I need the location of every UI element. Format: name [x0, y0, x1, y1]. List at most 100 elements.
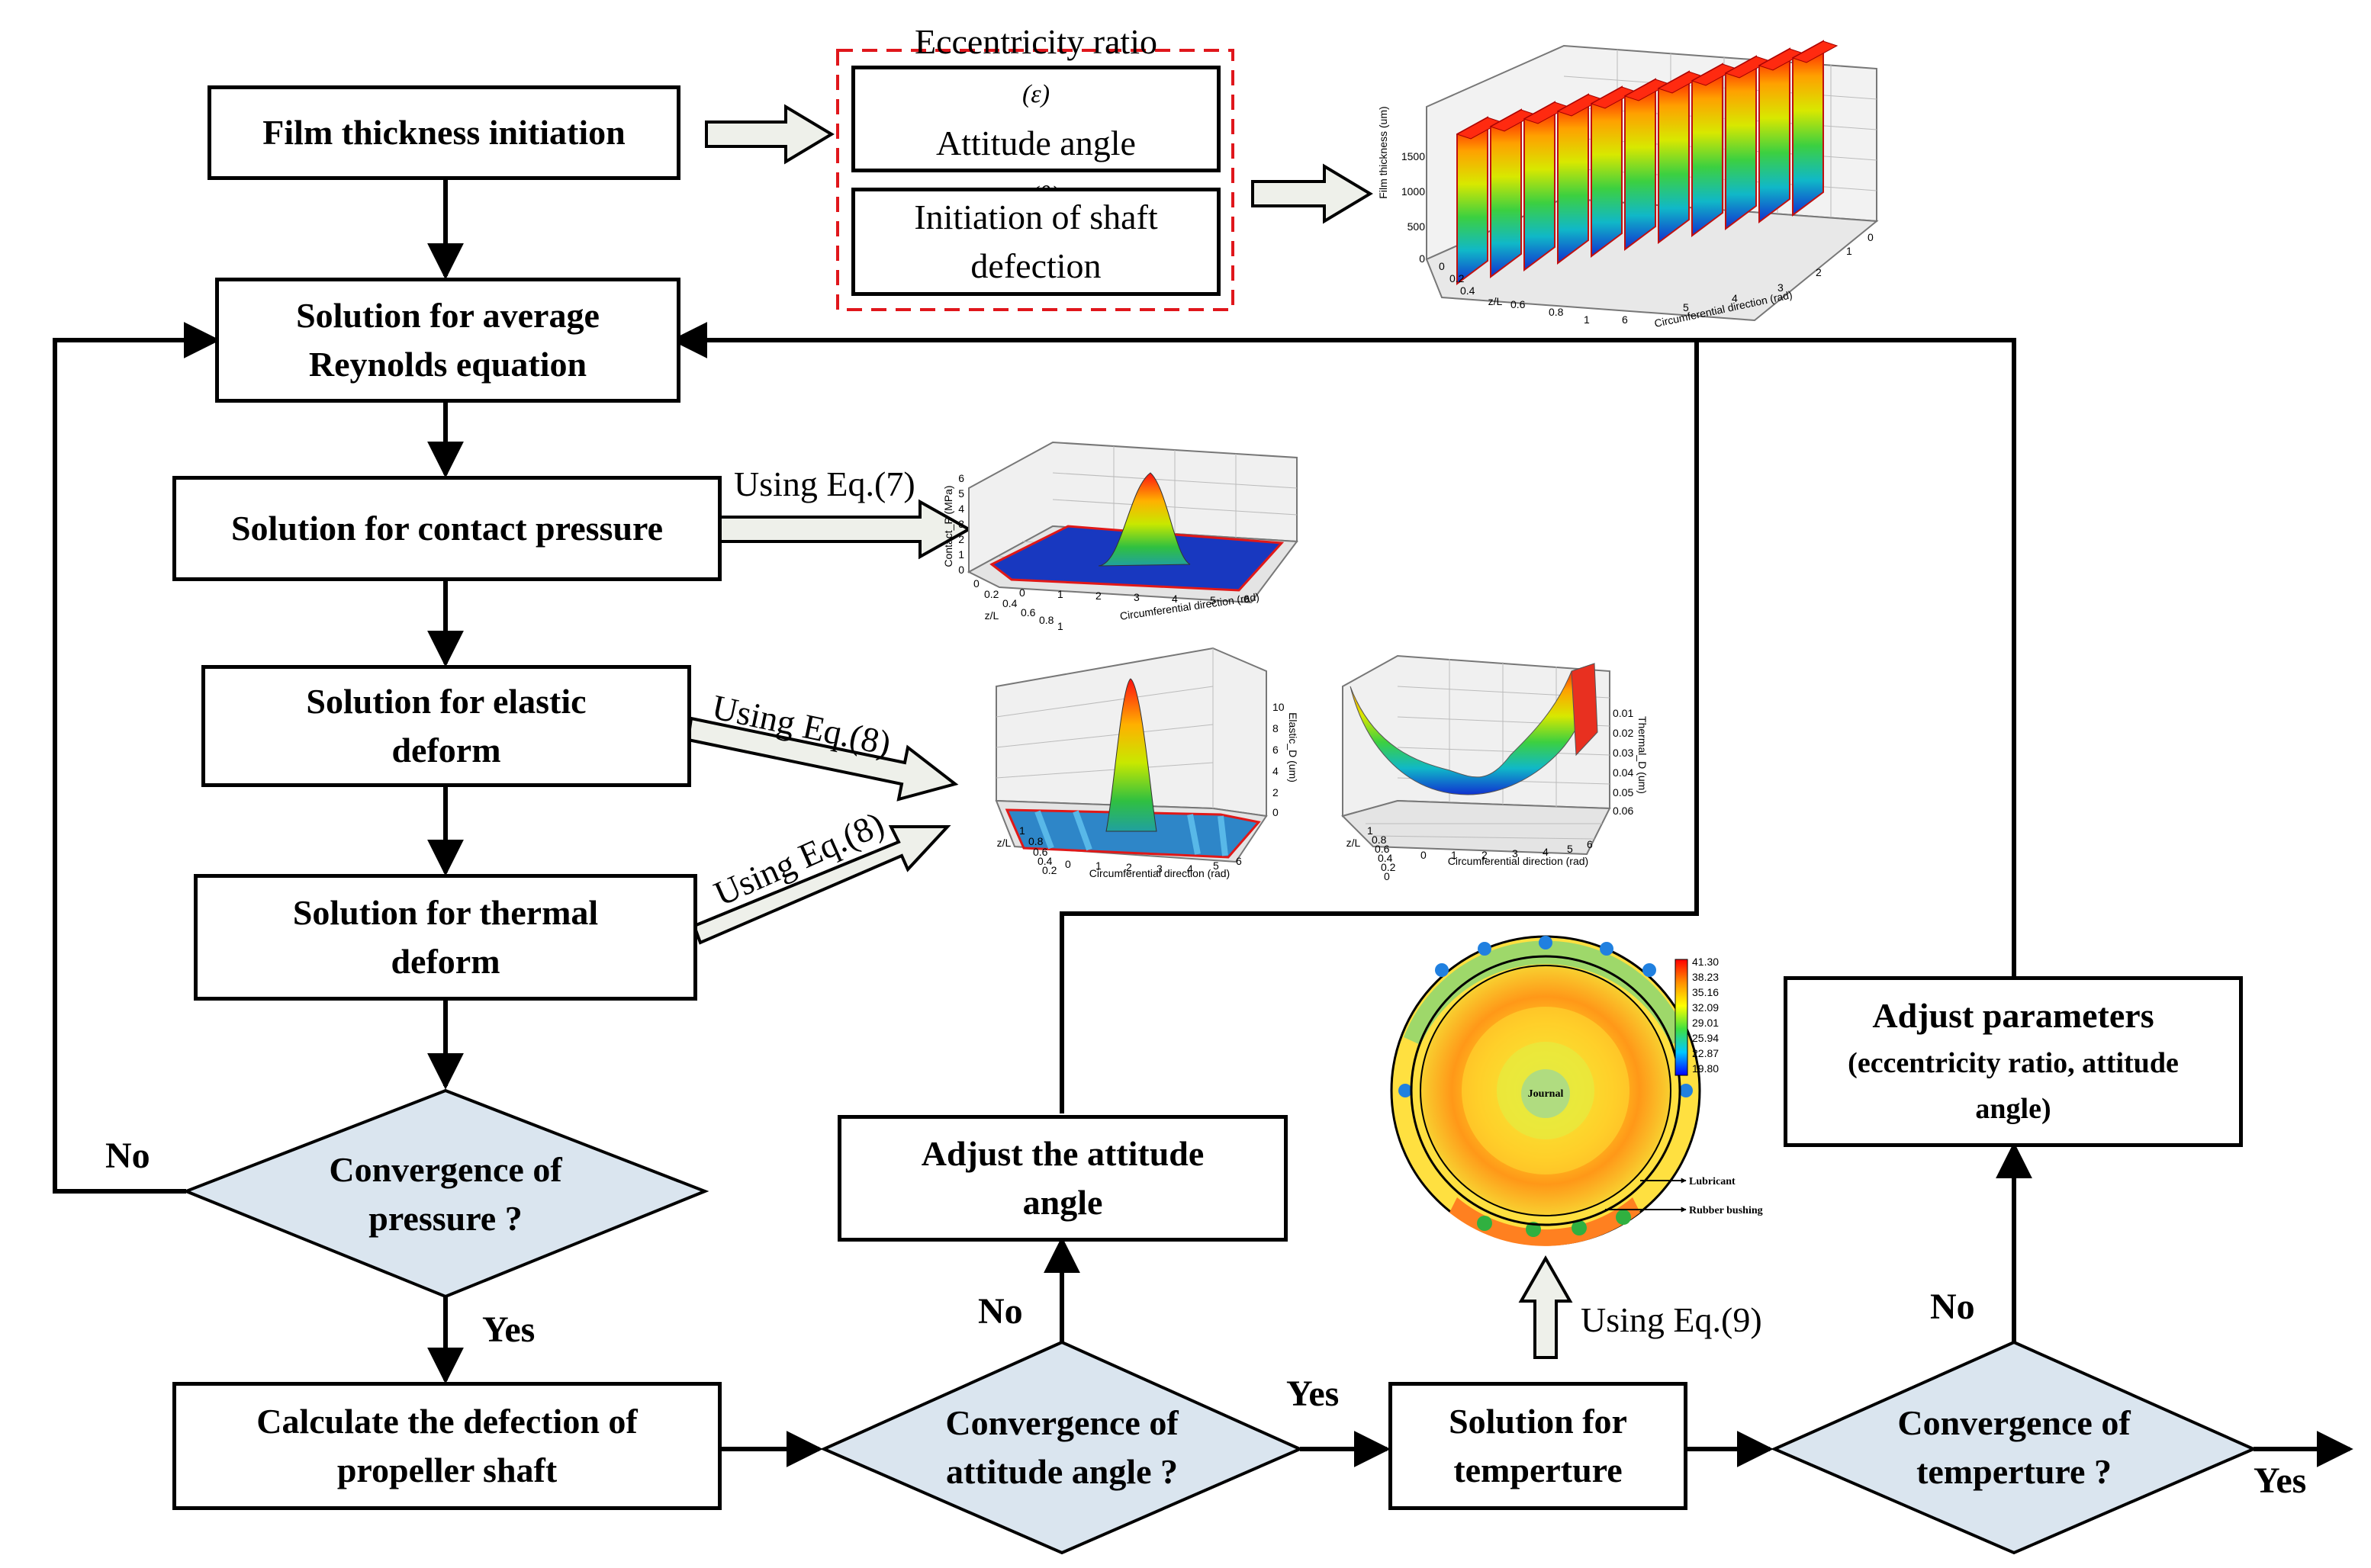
contact-x-tick: 0: [1019, 586, 1025, 599]
elastic-z-axis-label: z/L: [997, 837, 1012, 849]
film-x-tick: 1: [1846, 245, 1852, 257]
film-x-tick: 2: [1816, 266, 1822, 278]
legend-value: 29.01: [1692, 1017, 1719, 1029]
hollow-arrow-contact: [719, 499, 973, 560]
film-slab: [1792, 40, 1824, 217]
journal-label: Journal: [1528, 1088, 1564, 1100]
elastic-y-tick: 2: [1272, 786, 1279, 798]
film-slab: [1456, 116, 1488, 285]
legend-value: 41.30: [1692, 956, 1719, 968]
legend-value: 22.87: [1692, 1047, 1719, 1059]
film-x-tick: 6: [1622, 313, 1628, 326]
arrow-attitude-loop: [671, 322, 1699, 1113]
contact-x-tick: 6: [1243, 593, 1250, 605]
thermal-x-axis-label: Circumferential direction (rad): [1448, 855, 1588, 867]
decision-attitude-shape: [820, 1340, 1304, 1555]
legend-value: 38.23: [1692, 971, 1719, 983]
thermal-x-tick: 1: [1451, 849, 1457, 861]
elastic-y-axis-label: Elastic_D (um): [1287, 712, 1299, 782]
film-slab: [1523, 101, 1555, 272]
elastic-x-tick: 1: [1095, 860, 1102, 872]
legend-value: 32.09: [1692, 1001, 1719, 1014]
film-y-tick: 0: [1419, 252, 1425, 265]
thermal-x-tick: 0: [1420, 849, 1427, 861]
thermal-z-axis-label: z/L: [1346, 837, 1361, 849]
thermal-x-tick: 6: [1587, 838, 1593, 850]
film-slab: [1691, 63, 1723, 237]
film-x-tick: 0: [1868, 231, 1874, 243]
temperature-legend-bar: [1674, 959, 1688, 1076]
elastic-x-tick: 0: [1065, 858, 1071, 870]
film-thickness-initiation-box: Film thickness initiation: [208, 85, 680, 180]
film-y-tick: 1500: [1401, 150, 1425, 162]
contact-pressure-plot: Contact_P (MPa) Circumferential directio…: [942, 441, 1298, 632]
thermal-z-tick: 0.4: [1378, 852, 1393, 864]
init-params-dashed-group: [836, 49, 1234, 311]
film-slab: [1725, 55, 1757, 230]
thermal-y-tick: 0.03: [1613, 747, 1633, 759]
decision-pressure-shape: [182, 1088, 709, 1299]
contact-y-tick: 2: [958, 533, 964, 545]
using-eq7-label: Using Eq.(7): [734, 464, 915, 503]
decision-temp-shape: [1771, 1340, 2257, 1555]
elastic-y-tick: 0: [1272, 806, 1279, 818]
contact-pressure-box: Solution for contact pressure: [172, 476, 722, 581]
contact-z-tick: 0: [973, 577, 980, 590]
contact-x-tick: 4: [1172, 593, 1178, 605]
film-thickness-plot: Film thickness (um) Circumferential dire…: [1377, 40, 1879, 329]
thermal-x-tick: 4: [1543, 846, 1549, 858]
film-x-tick: 4: [1732, 292, 1738, 304]
label-no-temp: No: [1930, 1287, 1975, 1327]
thermal-y-tick: 0.02: [1613, 727, 1633, 739]
film-slab: [1557, 93, 1589, 265]
film-z-tick: 0.2: [1449, 272, 1465, 284]
elastic-x-tick: 5: [1213, 860, 1219, 872]
adjust-parameters-box: Adjust parameters (eccentricity ratio, a…: [1784, 976, 2243, 1147]
elastic-x-tick: 2: [1126, 861, 1132, 873]
contact-z-tick: 0.2: [984, 588, 999, 600]
thermal-y-tick: 0.01: [1613, 707, 1633, 719]
thermal-x-tick: 2: [1481, 849, 1488, 861]
film-z-tick: 1: [1584, 313, 1590, 326]
film-slab: [1658, 70, 1690, 244]
contact-z-tick: 1: [1057, 620, 1063, 632]
film-y-tick: 500: [1407, 220, 1426, 233]
thermal-deform-plot: Thermal_D (um) Circumferential direction…: [1341, 654, 1649, 882]
film-slab-top: [1791, 40, 1839, 63]
film-z-tick: 0: [1439, 260, 1445, 272]
film-y-axis-label: Film thickness (um): [1377, 106, 1389, 198]
contact-z-tick: 0.4: [1002, 597, 1018, 609]
contact-x-tick: 3: [1134, 591, 1140, 603]
elastic-x-tick: 6: [1236, 855, 1242, 867]
thermal-y-tick: 0.06: [1613, 805, 1633, 817]
legend-value: 19.80: [1692, 1062, 1719, 1075]
elastic-x-axis-label: Circumferential direction (rad): [1089, 867, 1230, 879]
hollow-arrow-params-film: [1251, 163, 1373, 224]
contact-z-tick: 0.6: [1021, 606, 1036, 619]
contact-x-tick: 5: [1210, 594, 1216, 606]
label-yes-temp: Yes: [2254, 1460, 2307, 1501]
thermal-z-tick: 0.2: [1381, 861, 1396, 873]
thermal-y-axis-label: Thermal_D (um): [1636, 716, 1649, 794]
film-z-tick: 0.4: [1460, 284, 1475, 297]
contact-y-tick: 6: [958, 472, 964, 484]
arrow-pressure-no-loop: [53, 322, 220, 1194]
elastic-z-tick: 1: [1019, 824, 1025, 837]
thermal-z-tick: 0: [1384, 870, 1390, 882]
thermal-z-tick: 0.8: [1372, 834, 1387, 846]
film-z-tick: 0.6: [1510, 298, 1526, 310]
hollow-arrow-temperature: [1518, 1255, 1573, 1359]
contact-z-axis-label: z/L: [985, 609, 999, 622]
label-no-pressure: No: [105, 1136, 150, 1176]
elastic-y-tick: 8: [1272, 722, 1279, 734]
thermal-y-tick: 0.05: [1613, 786, 1633, 798]
contact-y-tick: 3: [958, 518, 964, 530]
film-slab: [1624, 78, 1656, 251]
contact-z-tick: 0.8: [1039, 614, 1054, 626]
elastic-y-tick: 6: [1272, 744, 1279, 756]
hollow-arrow-thermal: [692, 825, 951, 945]
